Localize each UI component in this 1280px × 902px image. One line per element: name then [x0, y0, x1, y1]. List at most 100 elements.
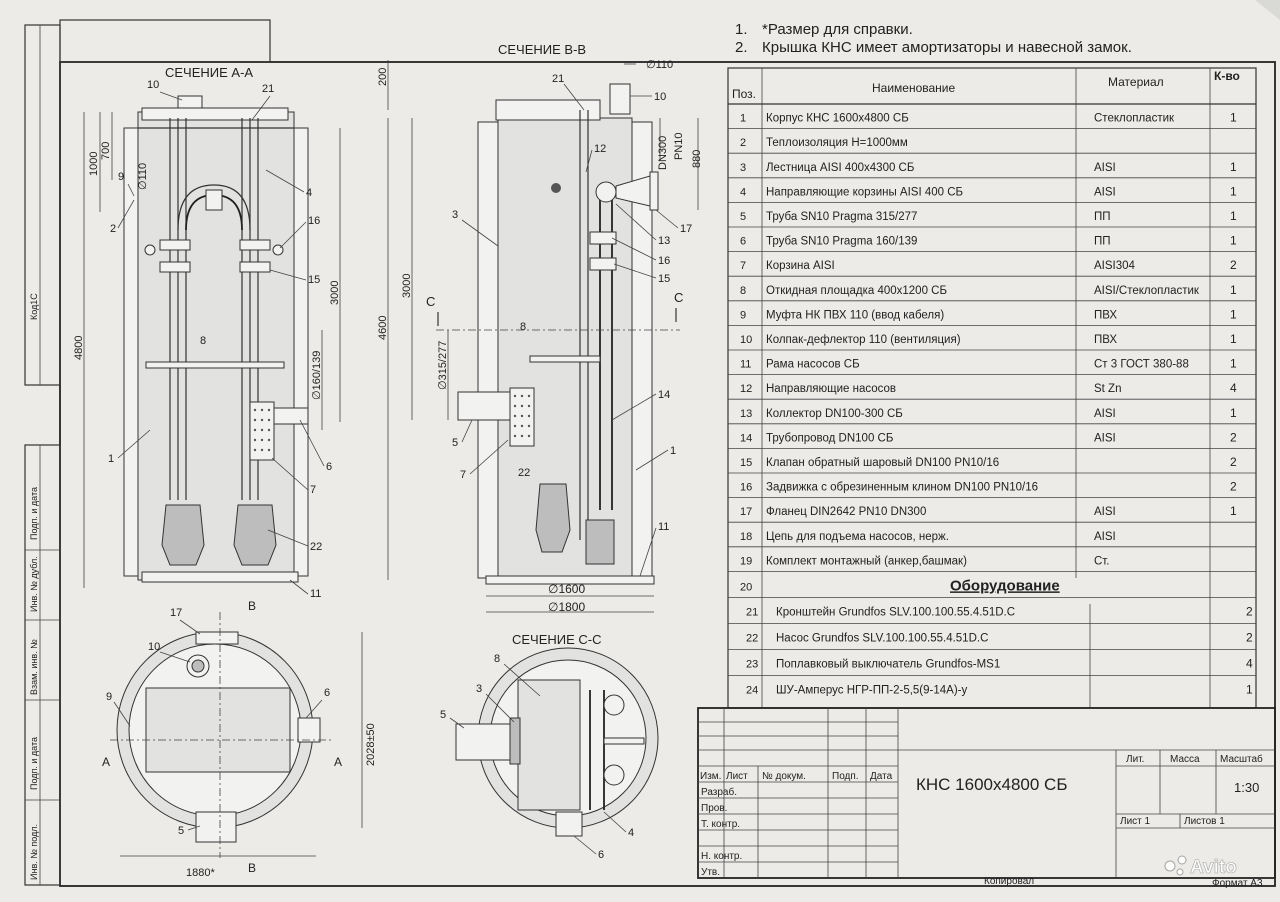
callout-aa-4: 4: [306, 187, 312, 199]
equip-cell-name: Поплавковый выключатель Grundfos-MS1: [776, 658, 1000, 670]
mark-a-right: А: [334, 755, 342, 769]
callout-aa-10: 10: [147, 79, 159, 91]
spec-cell-pos: 8: [740, 285, 746, 297]
spec-cell-material: Ст.: [1094, 555, 1110, 567]
spec-cell-name: Рама насосов СБ: [766, 359, 860, 371]
callout-cc-3: 3: [476, 683, 482, 695]
spec-cell-pos: 11: [740, 359, 751, 371]
spec-cell-pos: 18: [740, 531, 752, 543]
mark-b-top: В: [248, 599, 256, 613]
equip-cell-qty: 4: [1246, 656, 1253, 670]
avito-watermark: Avito: [1164, 855, 1237, 878]
dim-bb-dn300: DN300: [657, 136, 669, 170]
tb-role-prov: Пров.: [701, 803, 727, 814]
callout-aa-2: 2: [110, 223, 116, 235]
spec-cell-pos: 12: [740, 383, 752, 395]
spec-cell-material: AISI/Стеклопластик: [1094, 285, 1200, 297]
spec-cell-qty: 1: [1230, 209, 1237, 223]
dim-bb-pn10: PN10: [673, 132, 685, 160]
spec-cell-name: Задвижка с обрезиненным клином DN100 PN1…: [766, 482, 1038, 494]
spec-cell-name: Клапан обратный шаровый DN100 PN10/16: [766, 457, 999, 469]
stamp-inv-podl: Инв. № подл.: [29, 824, 39, 880]
spec-cell-name: Колпак-дефлектор 110 (вентиляция): [766, 334, 961, 346]
vent-cap-bb: [609, 83, 631, 115]
platform-plan: [145, 687, 291, 773]
callout-bb-1: 1: [670, 445, 676, 457]
spec-cell-qty: 4: [1230, 381, 1237, 395]
spec-cell-pos: 17: [740, 506, 752, 518]
tb-role-nkontr: Н. контр.: [701, 851, 742, 862]
vent-cap-aa: [177, 95, 203, 109]
callout-bb-8: 8: [520, 321, 526, 333]
dim-bb-d1800: ∅1800: [548, 600, 585, 614]
callout-bb-10: 10: [654, 91, 666, 103]
section-aa: СЕЧЕНИЕ А-А: [73, 65, 341, 600]
spec-cell-name: Корпус КНС 1600х4800 СБ: [766, 113, 909, 125]
equip-cell-name: Кронштейн Grundfos SLV.100.100.55.4.51D.…: [776, 606, 1015, 618]
tb-sheets: Листов 1: [1184, 816, 1225, 827]
spec-cell-pos: 3: [740, 162, 746, 174]
equip-cell-pos: 22: [746, 632, 758, 644]
section-bb: СЕЧЕНИЕ В-В: [377, 42, 703, 614]
callout-plan-6: 6: [324, 687, 330, 699]
equipment-heading: Оборудование: [950, 577, 1060, 594]
tb-role-utv: Утв.: [701, 867, 720, 878]
callout-plan-17: 17: [170, 607, 182, 619]
plan-view: В В А А 2028±50 1880* 17 10 9 6 5: [102, 599, 377, 879]
spec-cell-qty: 1: [1230, 184, 1237, 198]
spec-cell-name: Направляющие корзины AISI 400 СБ: [766, 186, 963, 198]
spec-cell-pos: 14: [740, 432, 752, 444]
spec-cell-qty: 1: [1230, 307, 1237, 321]
spec-cell-pos: 9: [740, 309, 746, 321]
spec-cell-name: Корзина AISI: [766, 260, 835, 272]
spec-cell-qty: 2: [1230, 430, 1237, 444]
dim-bb-d315: ∅315/277: [437, 341, 449, 390]
callout-plan-5: 5: [178, 825, 184, 837]
spec-cell-qty: 1: [1230, 406, 1237, 420]
callout-aa-6: 6: [326, 461, 332, 473]
callout-bb-17: 17: [680, 223, 692, 235]
callout-bb-3: 3: [452, 209, 458, 221]
spec-cell-name: Комплект монтажный (анкер,башмак): [766, 555, 967, 567]
callout-bb-13: 13: [658, 235, 670, 247]
spec-cell-material: Стеклопластик: [1094, 113, 1175, 125]
tb-format: Формат А3: [1212, 878, 1263, 889]
spec-cell-qty: 1: [1230, 332, 1237, 346]
tb-lit: Лит.: [1126, 754, 1144, 765]
note-1-num: 1.: [735, 21, 748, 38]
tank-bb-lid: [495, 99, 601, 121]
callout-aa-8: 8: [200, 335, 206, 347]
callout-bb-12: 12: [594, 143, 606, 155]
th-name: Наименование: [872, 81, 956, 95]
spec-cell-name: Муфта НК ПВХ 110 (ввод кабеля): [766, 309, 944, 321]
base-frame-bb: [485, 575, 655, 585]
section-aa-title: СЕЧЕНИЕ А-А: [165, 65, 253, 80]
stamp-inv-dubl: Инв. № дубл.: [29, 556, 39, 612]
spec-cell-qty: 1: [1230, 234, 1237, 248]
spec-cell-name: Теплоизоляция Н=1000мм: [766, 137, 908, 149]
spec-cell-material: AISI: [1094, 162, 1116, 174]
spec-cell-pos: 6: [740, 236, 746, 248]
th-qty: К-во: [1214, 69, 1240, 83]
dim-bb-d1600: ∅1600: [548, 582, 585, 596]
watermark-text: Avito: [1190, 857, 1237, 878]
callout-bb-21: 21: [552, 73, 564, 85]
callout-aa-7: 7: [310, 484, 316, 496]
pump-bb: [535, 483, 571, 553]
spec-cell-pos: 1: [740, 113, 746, 125]
flange-bb: [649, 171, 659, 211]
callout-bb-22: 22: [518, 467, 530, 479]
pump-aa-2: [233, 504, 277, 566]
callout-bb-11: 11: [658, 521, 669, 533]
callout-bb-7: 7: [460, 469, 466, 481]
equip-cell-pos: 23: [746, 658, 758, 670]
spec-cell-qty: 1: [1230, 111, 1237, 125]
title-block: Изм. Лист № докум. Подп. Дата Разраб. Пр…: [697, 707, 1276, 889]
spec-cell-name: Направляющие насосов: [766, 383, 896, 395]
spec-cell-pos: 19: [740, 555, 752, 567]
base-frame-aa: [141, 571, 299, 583]
dim-aa-1000: 1000: [88, 152, 100, 176]
